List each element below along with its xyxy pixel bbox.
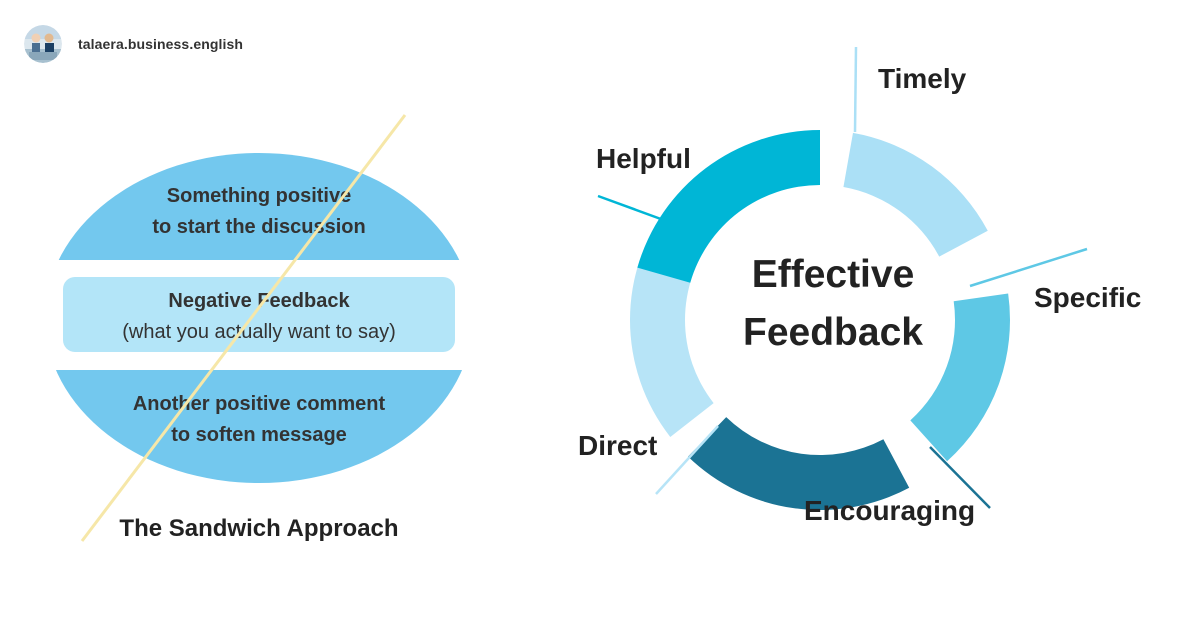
sandwich-middle-line-2: (what you actually want to say) <box>122 321 395 343</box>
encouraging-connector <box>929 446 991 509</box>
label-encouraging: Encouraging <box>804 495 975 526</box>
profile-avatar <box>24 25 62 63</box>
timely-segment <box>843 132 988 257</box>
encouraging-segment <box>688 417 910 511</box>
effective-feedback-diagram: Effective Feedback Timely Specific Encou… <box>578 46 1141 526</box>
label-timely: Timely <box>878 63 967 94</box>
effective-title-line-1: Effective <box>752 253 915 296</box>
brand-header: talaera.business.english <box>24 24 243 64</box>
direct-connector <box>655 425 719 495</box>
helpful-segment <box>637 130 820 283</box>
sandwich-middle-layer <box>63 277 455 352</box>
label-helpful: Helpful <box>596 143 691 174</box>
brand-name: talaera.business.english <box>78 36 244 52</box>
sandwich-bottom-line-2: to soften message <box>171 424 347 446</box>
sandwich-caption: The Sandwich Approach <box>119 515 398 542</box>
sandwich-diagram: Something positive to start the discussi… <box>45 114 473 542</box>
sandwich-middle-line-1: Negative Feedback <box>168 290 350 312</box>
helpful-connector <box>597 194 692 232</box>
sandwich-top-line-1: Something positive <box>167 185 351 207</box>
specific-connector <box>969 247 1088 288</box>
timely-connector <box>853 46 858 133</box>
specific-segment <box>910 293 1010 462</box>
strike-through-line <box>80 114 407 542</box>
effective-title-line-2: Feedback <box>743 311 923 354</box>
sandwich-top-line-2: to start the discussion <box>152 216 365 238</box>
sandwich-bottom-line-1: Another positive comment <box>133 393 386 415</box>
label-direct: Direct <box>578 430 657 461</box>
label-specific: Specific <box>1034 282 1141 313</box>
